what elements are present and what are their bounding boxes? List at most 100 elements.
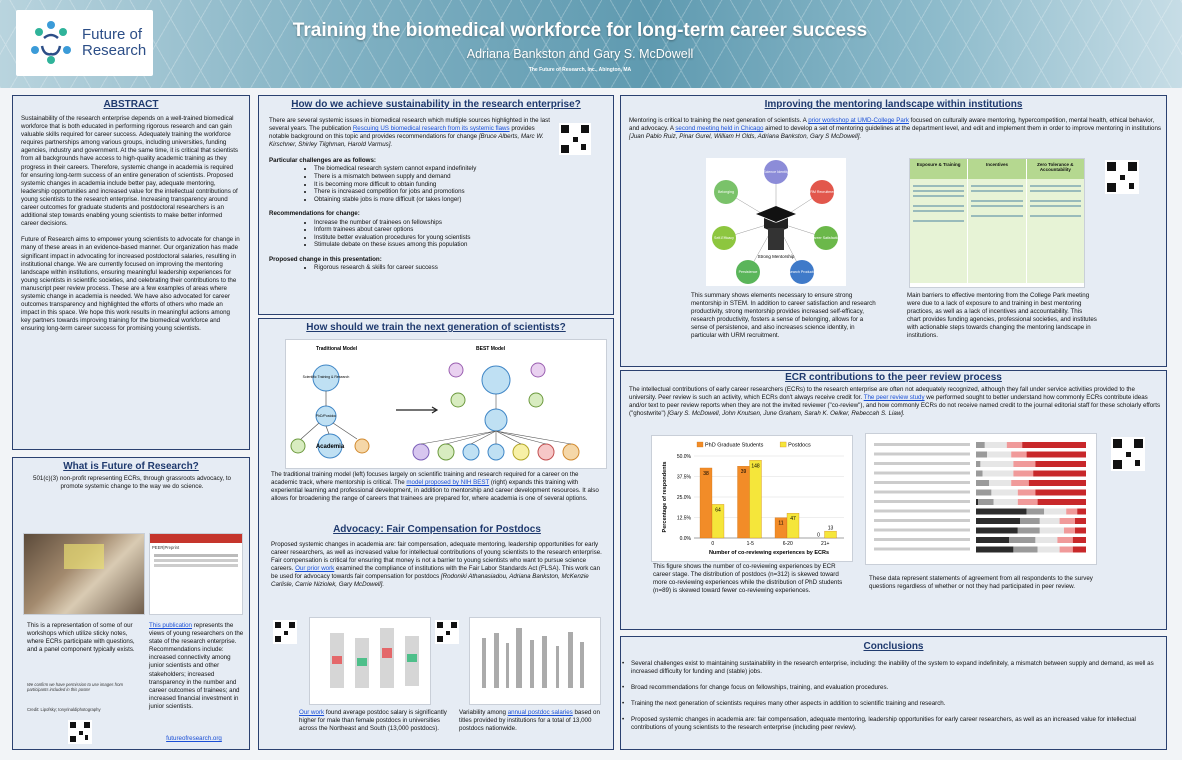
qr-code[interactable] [1111, 437, 1145, 471]
bar-data-label: 148 [751, 463, 760, 469]
statement-text-placeholder [874, 481, 970, 484]
peer-review-study-link[interactable]: The peer review study [863, 394, 925, 402]
abstract-title: ABSTRACT [103, 99, 159, 110]
poster-header: Future of Research Training the biomedic… [0, 0, 1182, 88]
qr-code[interactable] [273, 620, 297, 644]
poster-affiliation: The Future of Research, Inc., Abington, … [528, 67, 632, 73]
stacked-segment [1013, 461, 1036, 467]
table-body [910, 179, 1084, 283]
stacked-segment [1017, 499, 1038, 505]
training-models-figure: Traditional Model BEST Model Scientific … [285, 339, 607, 469]
stacked-segment [1022, 442, 1086, 448]
node-belonging: Belonging [718, 190, 734, 194]
stacked-segment [976, 451, 987, 458]
abstract-panel: ABSTRACT Sustainability of the research … [12, 95, 250, 450]
violin-svg [482, 628, 584, 688]
poster-authors: Adriana Bankston and Gary S. McDowell [466, 47, 694, 61]
thumbnail-text: PEER|Preprint [152, 545, 180, 550]
coreview-bar-chart: 0.0%12.5%25.0%37.5%50.0%38640391481-5114… [662, 441, 844, 556]
bar-data-label: 39 [741, 469, 747, 475]
caption-text: found average postdoc salary is signific… [299, 709, 447, 733]
sustainability-panel: How do we achieve sustainability in the … [258, 95, 614, 315]
challenges-heading: Particular challenges are as follows: [269, 157, 376, 165]
advocacy-title: Advocacy: Fair Compensation for Postdocs [333, 524, 541, 535]
recommendation-item: Inform trainees about career options [314, 226, 603, 234]
x-tick-label: 1-5 [747, 541, 754, 547]
stacked-segment [1017, 527, 1040, 534]
stacked-segment [1037, 546, 1060, 553]
chicago-meeting-link[interactable]: second meeting held in Chicago [675, 125, 764, 133]
qr-code[interactable] [559, 123, 591, 155]
sustainability-intro: There are several systemic issues in bio… [269, 117, 554, 149]
recommendation-item: Institute better evaluation procedures f… [314, 234, 603, 242]
stacked-segment [980, 461, 1014, 467]
umd-workshop-link[interactable]: prior workshop at UMD-College Park [808, 117, 909, 124]
bar [699, 467, 713, 539]
mentoring-actions-table: Exposure & Training Incentives Zero Tole… [909, 158, 1085, 288]
statement-text-placeholder [874, 452, 970, 456]
stacked-segment [1075, 527, 1086, 534]
bar-data-label: 38 [703, 471, 709, 477]
annual-salaries-link[interactable]: annual postdoc salaries [507, 709, 573, 716]
proposed-list: Rigorous research & skills for career su… [269, 264, 603, 272]
prior-work-link[interactable]: Our prior work [295, 565, 335, 573]
agreement-statements-chart [865, 433, 1097, 565]
statement-text-placeholder [874, 443, 970, 446]
stacked-segment [976, 527, 1018, 534]
caption-text: based on titles provided by institutions… [459, 709, 600, 733]
stacked-segment [1035, 461, 1086, 467]
bar-data-label: 47 [790, 516, 796, 522]
proposed-heading: Proposed change in this presentation: [269, 255, 382, 263]
caption-text: (right) expands this training with exper… [271, 479, 599, 503]
logo-text: Future of Research [82, 26, 147, 59]
boxplot-caption: Our work found average postdoc salary is… [299, 709, 449, 733]
salary-boxplot [309, 617, 431, 705]
our-work-link[interactable]: Our work [299, 709, 325, 716]
peer-review-paragraph: The intellectual contributions of early … [629, 386, 1161, 418]
challenge-item: The biomedical research system cannot ex… [314, 165, 603, 173]
peer-caption-left: This figure shows the number of co-revie… [653, 563, 843, 595]
stacked-segment [1006, 442, 1023, 448]
y-tick-label: 0.0% [680, 536, 692, 542]
challenge-item: It is becoming more difficult to obtain … [314, 181, 603, 189]
rescuing-link[interactable]: Rescuing US biomedical research from its… [352, 125, 510, 133]
advocacy-text: Proposed systemic changes in academia ar… [271, 541, 602, 573]
qr-code[interactable] [68, 720, 92, 744]
legend-label: PhD Graduate Students [705, 443, 764, 449]
qr-code[interactable] [1105, 160, 1139, 194]
stacked-segment [978, 499, 994, 505]
conclusion-item: Broad recommendations for change focus o… [622, 684, 1158, 692]
bar-data-label: 64 [715, 507, 721, 513]
stacked-segment [1037, 499, 1086, 505]
recommendation-item: Stimulate debate on these issues among t… [314, 241, 603, 249]
node-science-identity: Science Identity [763, 170, 789, 174]
stacked-segment [976, 499, 979, 505]
qr-code[interactable] [435, 620, 459, 644]
mentorship-diagram-svg: Strong Mentorship Science Identity URM R… [712, 160, 841, 284]
mentoring-text: aimed to develop a set of mentoring guid… [763, 125, 1161, 133]
what-is-for-title: What is Future of Research? [63, 461, 199, 472]
workshop-photo [23, 533, 145, 615]
stacked-segment [1077, 508, 1086, 515]
table-head-incentives: Incentives [968, 159, 1027, 179]
salary-violin-plot [469, 617, 601, 705]
peer-text: The intellectual contributions of early … [629, 386, 1135, 402]
citation: [Juan Pablo Ruiz, Pinar Gurel, William H… [629, 133, 862, 141]
stacked-segment [976, 518, 1020, 524]
publication-link[interactable]: This publication [149, 622, 192, 629]
website-link[interactable]: futureofresearch.org [166, 735, 222, 742]
sustainability-title: How do we achieve sustainability in the … [291, 99, 581, 110]
stacked-segment [976, 480, 990, 486]
abstract-paragraph-1: Sustainability of the research enterpris… [21, 115, 239, 228]
nih-best-link[interactable]: model proposed by NIH BEST [406, 479, 490, 487]
citation: [Bruce Alberts, Marc W. Kirschner, Shirl… [269, 133, 544, 149]
graduate-cap-icon [756, 206, 796, 250]
bar-data-label: 13 [828, 526, 834, 532]
thumbnail-line [154, 564, 238, 567]
stacked-segment [984, 442, 1007, 448]
mentoring-panel: Improving the mentoring landscape within… [620, 95, 1167, 367]
stacked-segment [1072, 537, 1086, 543]
stacked-segment [987, 451, 1012, 458]
bar [737, 466, 750, 539]
what-is-for-intro: 501(c)(3) non-profit representing ECRs, … [33, 475, 231, 491]
